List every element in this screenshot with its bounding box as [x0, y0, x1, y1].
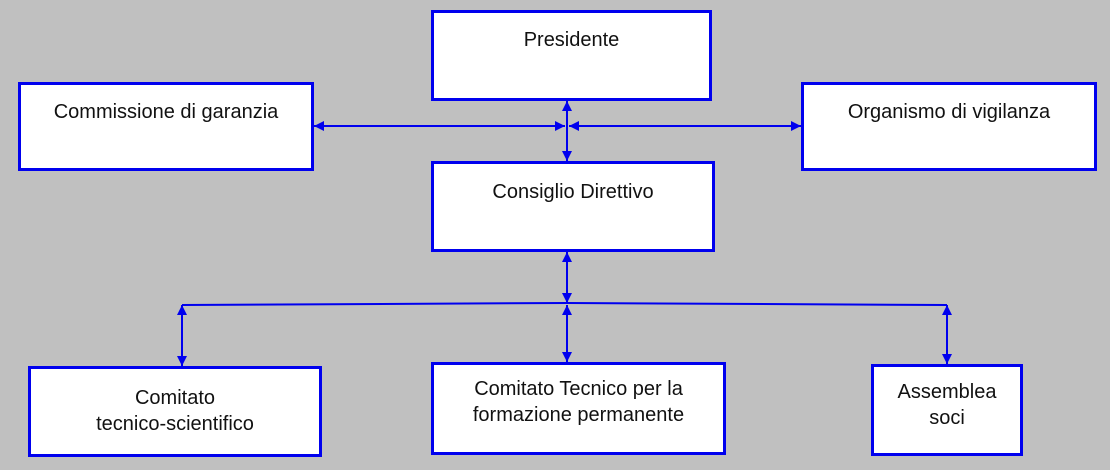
node-consiglio-direttivo: Consiglio Direttivo	[431, 161, 715, 252]
node-label: Presidente	[523, 29, 620, 51]
node-label: Comitato Tecnico per la formazione perma…	[472, 378, 685, 426]
node-label: Assemblea soci	[897, 381, 997, 429]
node-assemblea-soci: Assemblea soci	[871, 364, 1023, 456]
node-label: Comitato tecnico-scientifico	[96, 387, 254, 435]
node-presidente: Presidente	[431, 10, 712, 101]
node-label: Consiglio Direttivo	[492, 181, 654, 203]
connector-bus-line	[181, 301, 948, 306]
node-comitato-tecnico-formazione: Comitato Tecnico per la formazione perma…	[431, 362, 726, 455]
node-commissione-di-garanzia: Commissione di garanzia	[18, 82, 314, 171]
node-organismo-di-vigilanza: Organismo di vigilanza	[801, 82, 1097, 171]
node-comitato-tecnico-scientifico: Comitato tecnico-scientifico	[28, 366, 322, 457]
node-label: Organismo di vigilanza	[847, 101, 1051, 123]
node-label: Commissione di garanzia	[53, 101, 279, 123]
